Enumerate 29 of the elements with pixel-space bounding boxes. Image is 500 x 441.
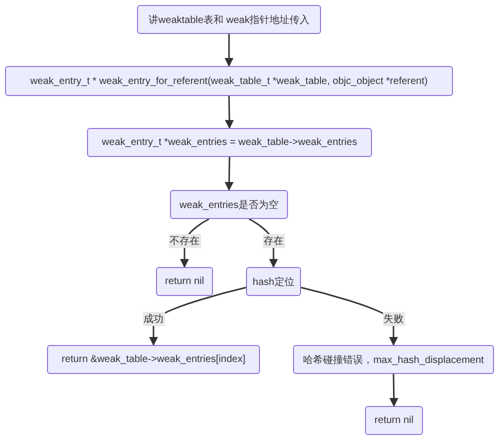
process-box bbox=[170, 190, 288, 219]
node-text: hash定位 bbox=[252, 276, 294, 288]
node-text: return nil bbox=[374, 415, 414, 426]
edge-label: 失败 bbox=[382, 312, 404, 326]
arrow bbox=[224, 96, 234, 129]
node-text: 哈希碰撞错误，max_hash_displacement bbox=[303, 354, 484, 366]
process-box bbox=[137, 5, 321, 34]
arrow bbox=[224, 34, 234, 67]
process-box bbox=[47, 345, 260, 374]
arrow bbox=[248, 218, 278, 268]
node-text: 讲weaktable表和 weak指针地址传入 bbox=[148, 14, 310, 26]
node-text: weak_entries是否为空 bbox=[180, 198, 278, 212]
node-text: return nil bbox=[165, 276, 204, 287]
edge-label: 成功 bbox=[142, 312, 164, 326]
arrow bbox=[224, 156, 234, 191]
edge-label: 存在 bbox=[262, 234, 284, 248]
arrow bbox=[389, 374, 398, 407]
process-box bbox=[365, 406, 423, 435]
arrow bbox=[300, 286, 398, 346]
process-box bbox=[5, 66, 453, 96]
node-text: return &weak_table->weak_entries[index] bbox=[62, 354, 246, 365]
process-box bbox=[156, 267, 213, 296]
process-box bbox=[87, 128, 372, 157]
edge-label: 不存在 bbox=[168, 234, 200, 248]
node-text: weak_entry_t *weak_entries = weak_table->weak_entries bbox=[102, 137, 358, 148]
node-text: weak_entry_t * weak_entry_for_referent(weak_table_t *weak_table, objc_object *referent) bbox=[30, 76, 428, 86]
arrow bbox=[149, 286, 246, 346]
process-box bbox=[293, 345, 494, 374]
process-box bbox=[246, 267, 301, 296]
